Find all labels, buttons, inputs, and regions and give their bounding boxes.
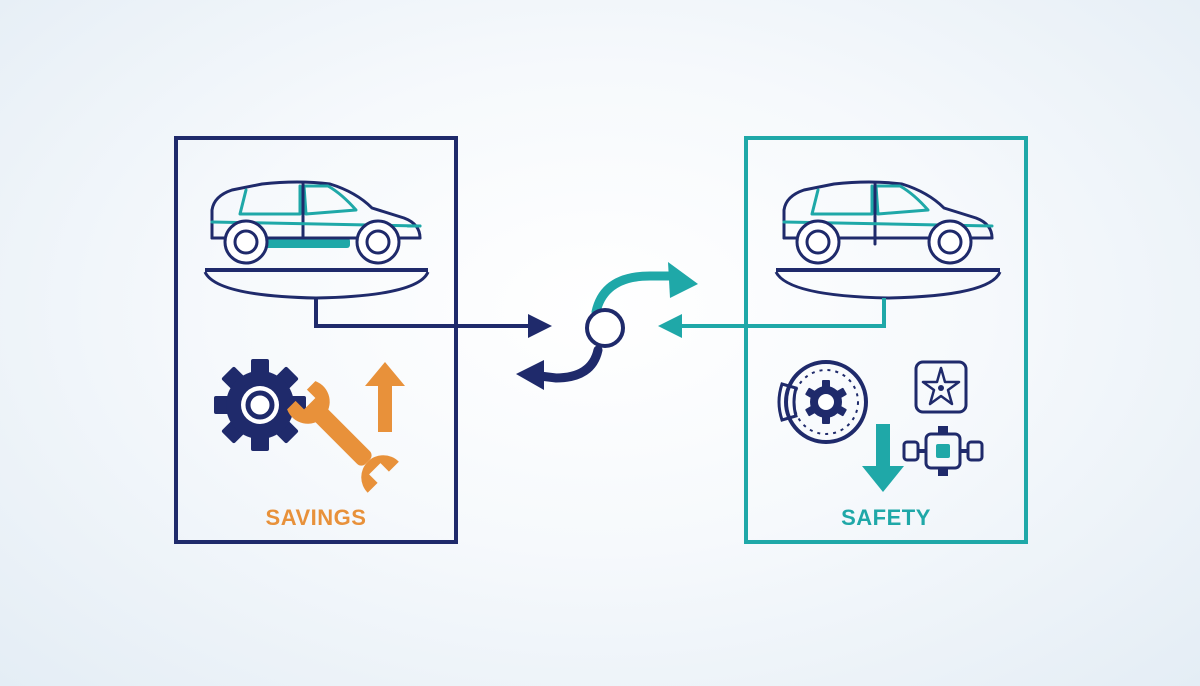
left-panel (174, 136, 552, 544)
sensor-module-icon (902, 426, 984, 476)
safety-label: SAFETY (841, 505, 931, 530)
right-panel-frame (744, 136, 1028, 544)
left-panel-frame (174, 136, 458, 544)
brake-disc-icon (777, 360, 868, 444)
wrench-icon (287, 381, 399, 493)
car-lift-icon (203, 268, 430, 300)
car-icon (210, 180, 422, 265)
down-arrow-icon (862, 424, 904, 492)
car-icon (782, 180, 994, 265)
savings-label: SAVINGS (265, 505, 367, 530)
car-lift-icon (774, 268, 1002, 300)
exchange-cycle-icon (516, 262, 698, 390)
up-arrow-icon (365, 362, 405, 432)
right-connector-arrow (680, 298, 886, 328)
airbag-warning-icon (914, 360, 968, 414)
right-panel (658, 136, 1028, 544)
left-connector-arrow (314, 298, 530, 328)
